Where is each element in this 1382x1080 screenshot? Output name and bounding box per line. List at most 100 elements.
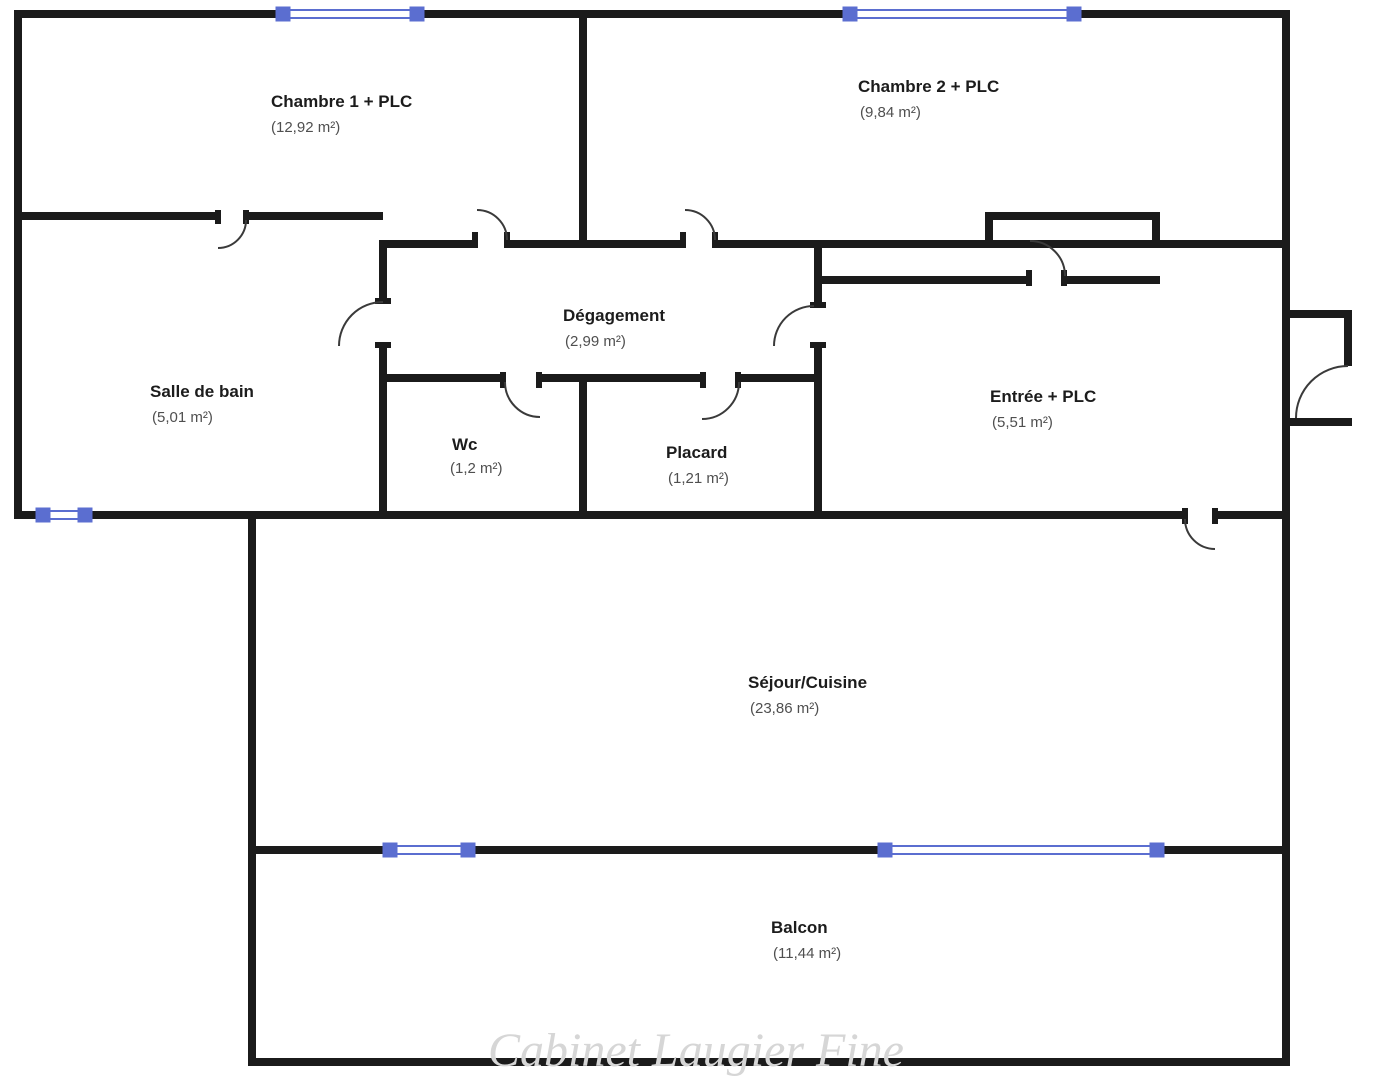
room-label-placard-area: (1,21 m²) xyxy=(668,470,729,487)
door-jamb xyxy=(243,210,249,224)
wall-recess-bottom xyxy=(1290,418,1352,426)
room-label-sejour-cuisine-area: (23,86 m²) xyxy=(750,700,819,717)
door-arc-entry-living xyxy=(1184,518,1216,550)
door-jamb xyxy=(810,342,826,348)
doors xyxy=(215,209,1349,550)
window-end xyxy=(1066,6,1082,22)
room-label-degagement-area: (2,99 m²) xyxy=(565,333,626,350)
door-jamb xyxy=(472,232,478,248)
room-label-chambre-1-area: (12,92 m²) xyxy=(271,119,340,136)
wall-bedroom1-bottom-a xyxy=(14,212,218,220)
window-end xyxy=(877,842,893,858)
wall-bath-bottom-b xyxy=(88,511,256,519)
room-label-chambre-2-name: Chambre 2 + PLC xyxy=(858,77,999,96)
window-glass xyxy=(850,9,1070,19)
wall-bedroom-divider xyxy=(579,10,587,248)
wall-living-top-a xyxy=(256,511,1185,519)
room-label-chambre-1-name: Chambre 1 + PLC xyxy=(271,92,412,111)
window-glass xyxy=(390,845,464,855)
door-arc-placard xyxy=(701,381,740,420)
window-end xyxy=(35,507,51,523)
door-jamb xyxy=(680,232,686,248)
door-jamb xyxy=(1182,508,1188,524)
wall-closet-left xyxy=(985,212,993,248)
door-jamb xyxy=(375,342,391,348)
wall-entry-left-b xyxy=(814,346,822,519)
wall-bath-bottom-a xyxy=(14,511,40,519)
wall-bath-right-a xyxy=(379,240,387,302)
room-label-wc-name: Wc xyxy=(452,435,478,454)
wall-left-upper xyxy=(14,10,22,519)
wall-left-lower xyxy=(248,511,256,1066)
window-bedroom1 xyxy=(275,6,425,22)
room-label-salle-de-bain-area: (5,01 m²) xyxy=(152,409,213,426)
room-label-balcon-name: Balcon xyxy=(771,918,828,937)
door-arc-bedroom1-bath xyxy=(217,219,247,249)
door-jamb xyxy=(1026,270,1032,286)
door-arc-hall-bedroom2 xyxy=(684,209,716,241)
wall-wc-top-b xyxy=(540,374,702,382)
room-label-wc-area: (1,2 m²) xyxy=(450,460,503,477)
room-label-sejour-cuisine-name: Séjour/Cuisine xyxy=(748,673,867,692)
wall-balcony-b xyxy=(475,846,880,854)
wall-entry-left-a xyxy=(814,240,822,306)
room-label-entree-area: (5,51 m²) xyxy=(992,414,1053,431)
door-jamb xyxy=(215,210,221,224)
door-arc-entry-closet xyxy=(1029,240,1066,277)
wall-hall-top-a xyxy=(383,240,477,248)
door-jamb xyxy=(1061,270,1067,286)
wall-top-right xyxy=(1075,10,1290,18)
windows xyxy=(35,6,1165,858)
wall-right xyxy=(1282,10,1290,1066)
walls xyxy=(14,10,1352,1066)
wall-living-top-b xyxy=(1215,511,1282,519)
window-bedroom2 xyxy=(842,6,1082,22)
wall-entry-top-b xyxy=(1065,276,1160,284)
window-glass xyxy=(885,845,1153,855)
wall-balcony-a xyxy=(256,846,385,854)
room-labels: Chambre 1 + PLC (12,92 m²) Chambre 2 + P… xyxy=(150,77,1096,962)
room-label-salle-de-bain-name: Salle de bain xyxy=(150,382,254,401)
wall-closet-right xyxy=(1152,212,1160,248)
door-arc-bathroom xyxy=(338,301,384,347)
room-label-entree-name: Entrée + PLC xyxy=(990,387,1096,406)
door-jamb xyxy=(500,372,506,388)
window-bathroom xyxy=(35,507,93,523)
door-jamb xyxy=(735,372,741,388)
wall-hall-top-c xyxy=(715,240,1285,248)
wall-bottom xyxy=(248,1058,1290,1066)
wall-wc-placard-divider xyxy=(579,374,587,519)
wall-entry-top-a xyxy=(818,276,1030,284)
window-living-left xyxy=(382,842,476,858)
wall-recess-right xyxy=(1344,310,1352,366)
wall-top-middle xyxy=(420,10,845,18)
window-end xyxy=(460,842,476,858)
window-end xyxy=(77,507,93,523)
room-label-balcon-area: (11,44 m²) xyxy=(773,945,841,962)
door-arc-hall-bedroom1 xyxy=(476,209,508,241)
window-end xyxy=(1149,842,1165,858)
door-arc-wc xyxy=(504,381,541,418)
door-jamb xyxy=(810,302,826,308)
window-end xyxy=(275,6,291,22)
wall-hall-top-b xyxy=(507,240,685,248)
watermark: Cabinet Laugier Fine xyxy=(488,1024,904,1077)
door-jamb xyxy=(1212,508,1218,524)
window-end xyxy=(382,842,398,858)
room-label-placard-name: Placard xyxy=(666,443,727,462)
door-jamb xyxy=(700,372,706,388)
wall-closet-top xyxy=(985,212,1160,220)
wall-wc-top-a xyxy=(383,374,505,382)
window-glass xyxy=(283,9,413,19)
window-living-right xyxy=(877,842,1165,858)
room-label-chambre-2-area: (9,84 m²) xyxy=(860,104,921,121)
door-arc-hall-entry xyxy=(773,305,815,347)
window-end xyxy=(842,6,858,22)
wall-placard-top xyxy=(739,374,822,382)
wall-bedroom1-bottom-b xyxy=(246,212,383,220)
door-jamb xyxy=(536,372,542,388)
wall-balcony-c xyxy=(1160,846,1282,854)
wall-top-left xyxy=(14,10,278,18)
